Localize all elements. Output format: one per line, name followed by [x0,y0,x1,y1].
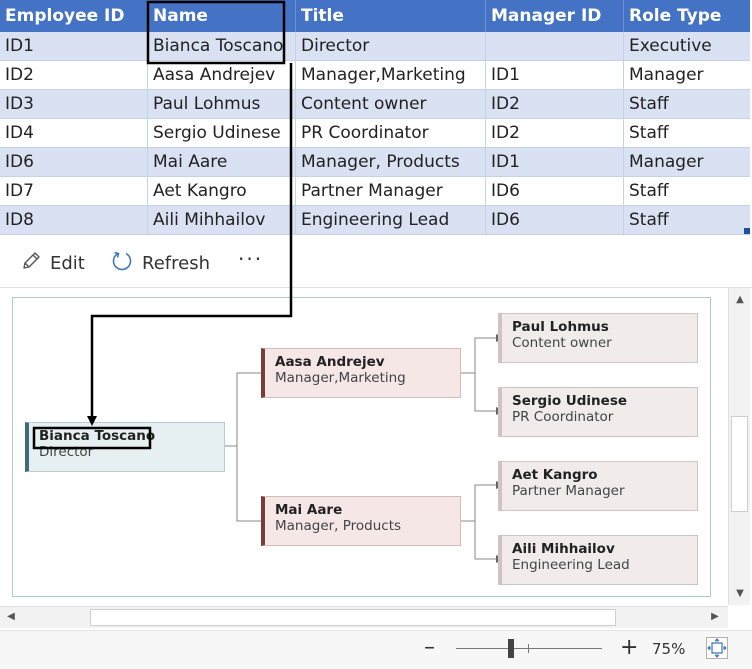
table-row: ID2 Aasa Andrejev Manager,Marketing ID1 … [0,61,750,90]
scroll-down-arrow-icon[interactable]: ▼ [736,588,744,599]
table-cell[interactable]: ID1 [486,61,624,90]
table-cell[interactable]: ID6 [486,206,624,235]
pencil-icon [20,250,42,277]
org-node-manager[interactable]: Aasa Andrejev Manager,Marketing [261,348,461,398]
table-cell[interactable]: Manager,Marketing [296,61,486,90]
fit-to-page-button[interactable] [706,637,728,659]
node-name: Mai Aare [275,502,343,518]
column-header-title[interactable]: Title [296,0,486,32]
table-cell[interactable]: Executive [624,32,750,61]
node-name: Sergio Udinese [512,393,628,409]
horizontal-scrollbar[interactable]: ◀ ▶ [0,606,728,628]
org-node-root[interactable]: Bianca Toscano Director [25,422,225,472]
scroll-left-arrow-icon[interactable]: ◀ [7,611,15,622]
node-title: PR Coordinator [512,409,614,425]
vertical-scrollbar[interactable]: ▲ ▼ [728,288,750,605]
node-name: Bianca Toscano [39,428,156,444]
vertical-scroll-thumb[interactable] [731,416,748,512]
table-cell[interactable]: Aet Kangro [148,177,296,206]
refresh-label: Refresh [142,252,210,274]
status-bar: – + 75% [0,630,752,669]
table-cell[interactable]: ID2 [486,90,624,119]
column-header-employee-id[interactable]: Employee ID [0,0,148,32]
org-chart-canvas[interactable]: Bianca Toscano Director Aasa Andrejev Ma… [12,297,711,597]
table-cell[interactable]: Partner Manager [296,177,486,206]
table-row: ID6 Mai Aare Manager, Products ID1 Manag… [0,148,750,177]
table-cell[interactable]: PR Coordinator [296,119,486,148]
node-title: Director [39,444,94,460]
table-cell[interactable]: ID6 [0,148,148,177]
table-cell[interactable]: ID4 [0,119,148,148]
table-cell[interactable]: Paul Lohmus [148,90,296,119]
data-table: Employee ID Name Title Manager ID Role T… [0,0,750,235]
column-header-name[interactable]: Name [148,0,296,32]
horizontal-scroll-thumb[interactable] [90,609,616,626]
table-cell[interactable]: Engineering Lead [296,206,486,235]
table-cell[interactable]: ID7 [0,177,148,206]
node-title: Engineering Lead [512,557,630,573]
table-cell[interactable]: Manager [624,61,750,90]
table-row: ID4 Sergio Udinese PR Coordinator ID2 St… [0,119,750,148]
table-cell[interactable] [486,32,624,61]
column-header-role-type[interactable]: Role Type [629,6,722,26]
table-resize-handle[interactable] [744,228,750,234]
zoom-slider-thumb[interactable] [507,639,514,658]
node-title: Content owner [512,335,612,351]
table-row: ID8 Aili Mihhailov Engineering Lead ID6 … [0,206,750,235]
fit-to-page-icon [707,638,727,662]
node-title: Partner Manager [512,483,625,499]
node-title: Manager,Marketing [275,370,406,386]
table-cell[interactable]: Sergio Udinese [148,119,296,148]
table-cell[interactable]: Bianca Toscano [148,32,296,61]
table-cell[interactable]: Aasa Andrejev [148,61,296,90]
org-node-staff[interactable]: Paul Lohmus Content owner [498,313,698,363]
table-cell[interactable]: Manager [624,148,750,177]
table-cell[interactable]: ID8 [0,206,148,235]
table-cell[interactable]: Mai Aare [148,148,296,177]
table-cell[interactable]: Staff [624,119,750,148]
node-name: Paul Lohmus [512,319,609,335]
table-row: ID1 Bianca Toscano Director Executive [0,32,750,61]
table-row: ID7 Aet Kangro Partner Manager ID6 Staff [0,177,750,206]
zoom-level: 75% [652,640,686,658]
table-header-row: Employee ID Name Title Manager ID Role T… [0,0,750,32]
org-node-staff[interactable]: Aili Mihhailov Engineering Lead [498,535,698,585]
visual-toolbar: Edit Refresh ··· [0,238,752,288]
table-cell[interactable]: Director [296,32,486,61]
table-cell[interactable]: ID2 [486,119,624,148]
refresh-icon [110,249,134,278]
zoom-slider-track[interactable] [456,648,602,649]
node-title: Manager, Products [275,518,402,534]
table-cell[interactable]: Content owner [296,90,486,119]
table-row: ID3 Paul Lohmus Content owner ID2 Staff [0,90,750,119]
zoom-in-button[interactable]: + [620,635,639,660]
more-options-button[interactable]: ··· [238,247,264,271]
table-cell[interactable]: Staff [624,206,750,235]
edit-button[interactable]: Edit [20,248,85,278]
refresh-button[interactable]: Refresh [110,248,210,278]
table-cell[interactable]: Staff [624,177,750,206]
table-cell[interactable]: Staff [624,90,750,119]
node-name: Aili Mihhailov [512,541,615,557]
node-name: Aet Kangro [512,467,598,483]
table-cell[interactable]: ID1 [0,32,148,61]
zoom-out-button[interactable]: – [424,635,435,660]
org-node-manager[interactable]: Mai Aare Manager, Products [261,496,461,546]
node-name: Aasa Andrejev [275,354,385,370]
org-node-staff[interactable]: Sergio Udinese PR Coordinator [498,387,698,437]
table-cell[interactable]: ID1 [486,148,624,177]
zoom-slider-tick [528,644,529,653]
scroll-right-arrow-icon[interactable]: ▶ [711,611,719,622]
column-header-manager-id[interactable]: Manager ID [486,0,624,32]
table-cell[interactable]: Aili Mihhailov [148,206,296,235]
edit-label: Edit [50,252,85,274]
table-cell[interactable]: Manager, Products [296,148,486,177]
table-cell[interactable]: ID6 [486,177,624,206]
scroll-up-arrow-icon[interactable]: ▲ [736,294,744,305]
table-cell[interactable]: ID3 [0,90,148,119]
table-cell[interactable]: ID2 [0,61,148,90]
org-node-staff[interactable]: Aet Kangro Partner Manager [498,461,698,511]
